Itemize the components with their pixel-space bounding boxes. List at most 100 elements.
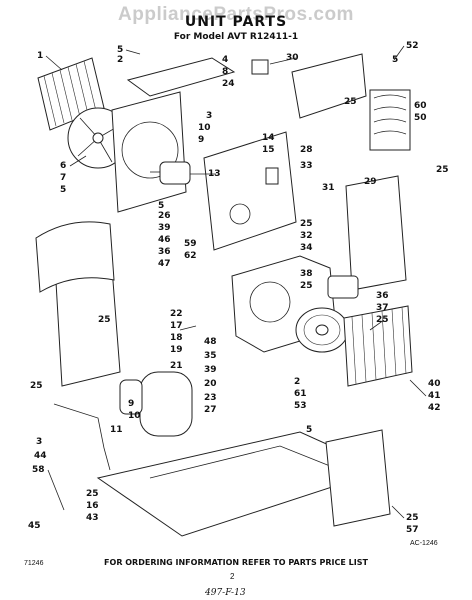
callout: 27 xyxy=(204,405,217,415)
callout: 25 xyxy=(406,513,419,523)
callout: 40 xyxy=(428,379,441,389)
callout: 43 xyxy=(86,513,99,523)
evaporator-coil xyxy=(343,305,413,387)
callout: 25 xyxy=(300,219,313,229)
callout: 5 xyxy=(117,45,123,55)
callout: 18 xyxy=(170,333,183,343)
callout: 24 xyxy=(222,79,235,89)
callout: 36 xyxy=(158,247,171,257)
callout: 6 xyxy=(60,161,66,171)
blower-motor xyxy=(327,275,359,299)
callout: 26 xyxy=(158,211,171,221)
cover-plate xyxy=(325,429,391,527)
side-panel-right xyxy=(345,175,407,291)
callout: 3 xyxy=(206,111,212,121)
catalog-code: 71246 xyxy=(24,560,44,567)
callout: 48 xyxy=(204,337,217,347)
callout: 21 xyxy=(170,361,183,371)
callout: 41 xyxy=(428,391,441,401)
callout: 25 xyxy=(436,165,449,175)
callout: 45 xyxy=(28,521,41,531)
page-number: 2 xyxy=(230,572,235,581)
callout: 29 xyxy=(364,177,377,187)
top-panel xyxy=(126,57,236,97)
refrigerant-tubing xyxy=(47,403,111,511)
callout: 5 xyxy=(392,55,398,65)
callout: 5 xyxy=(158,201,164,211)
callout-labels: 1 5 2 4 8 24 30 52 5 6 7 5 3 10 9 14 15 … xyxy=(28,41,449,535)
page-subtitle: For Model AVT R12411-1 xyxy=(173,32,299,42)
callout: 2 xyxy=(117,55,123,65)
callout: 5 xyxy=(306,425,312,435)
callout: 4 xyxy=(222,55,228,65)
figure-code: AC-1246 xyxy=(410,540,438,547)
callout: 9 xyxy=(128,399,134,409)
callout: 16 xyxy=(86,501,99,511)
callout: 28 xyxy=(300,145,313,155)
callout: 33 xyxy=(300,161,313,171)
callout: 7 xyxy=(60,173,66,183)
callout: 34 xyxy=(300,243,313,253)
page-title: UNIT PARTS xyxy=(184,14,288,30)
callout: 5 xyxy=(60,185,66,195)
leader-lines xyxy=(45,45,427,519)
callout: 22 xyxy=(170,309,183,319)
callout: 32 xyxy=(300,231,313,241)
handwritten-note: 497-F-13 xyxy=(205,588,246,598)
watermark: AppliancePartsPros.com xyxy=(118,4,354,25)
curved-panel xyxy=(35,221,115,293)
callout: 61 xyxy=(294,389,307,399)
callout: 44 xyxy=(34,451,47,461)
callout: 25 xyxy=(344,97,357,107)
callout: 15 xyxy=(262,145,275,155)
callout: 23 xyxy=(204,393,217,403)
control-shelf xyxy=(251,53,367,119)
bulkhead-panel xyxy=(203,131,297,251)
callout: 35 xyxy=(204,351,217,361)
callout: 3 xyxy=(36,437,42,447)
callout: 62 xyxy=(184,251,197,261)
callout: 11 xyxy=(110,425,123,435)
callout: 31 xyxy=(322,183,335,193)
blower-wheel xyxy=(295,307,349,353)
ordering-note: FOR ORDERING INFORMATION REFER TO PARTS … xyxy=(104,558,368,567)
callout: 25 xyxy=(86,489,99,499)
callout: 10 xyxy=(198,123,211,133)
callout: 37 xyxy=(376,303,389,313)
callout: 52 xyxy=(406,41,419,51)
callout: 25 xyxy=(376,315,389,325)
callout: 30 xyxy=(286,53,299,63)
callout: 36 xyxy=(376,291,389,301)
callout: 17 xyxy=(170,321,183,331)
callout: 60 xyxy=(414,101,427,111)
callout: 57 xyxy=(406,525,419,535)
callout: 10 xyxy=(128,411,141,421)
callout: 25 xyxy=(30,381,43,391)
callout: 25 xyxy=(98,315,111,325)
fan-shroud xyxy=(111,91,187,213)
callout: 50 xyxy=(414,113,427,123)
callout: 2 xyxy=(294,377,300,387)
compressor xyxy=(119,371,193,437)
callout: 38 xyxy=(300,269,313,279)
callout: 46 xyxy=(158,235,171,245)
callout: 25 xyxy=(300,281,313,291)
callout: 39 xyxy=(158,223,171,233)
fan-motor xyxy=(150,161,191,185)
callout: 14 xyxy=(262,133,275,143)
callout: 59 xyxy=(184,239,197,249)
side-panel-left xyxy=(55,267,121,387)
callout: 19 xyxy=(170,345,183,355)
callout: 39 xyxy=(204,365,217,375)
callout: 20 xyxy=(204,379,217,389)
callout: 53 xyxy=(294,401,307,411)
callout: 1 xyxy=(37,51,43,61)
callout: 8 xyxy=(222,67,228,77)
callout: 42 xyxy=(428,403,441,413)
callout: 58 xyxy=(32,465,45,475)
callout: 9 xyxy=(198,135,204,145)
heater-element xyxy=(369,89,411,151)
callout: 47 xyxy=(158,259,171,269)
